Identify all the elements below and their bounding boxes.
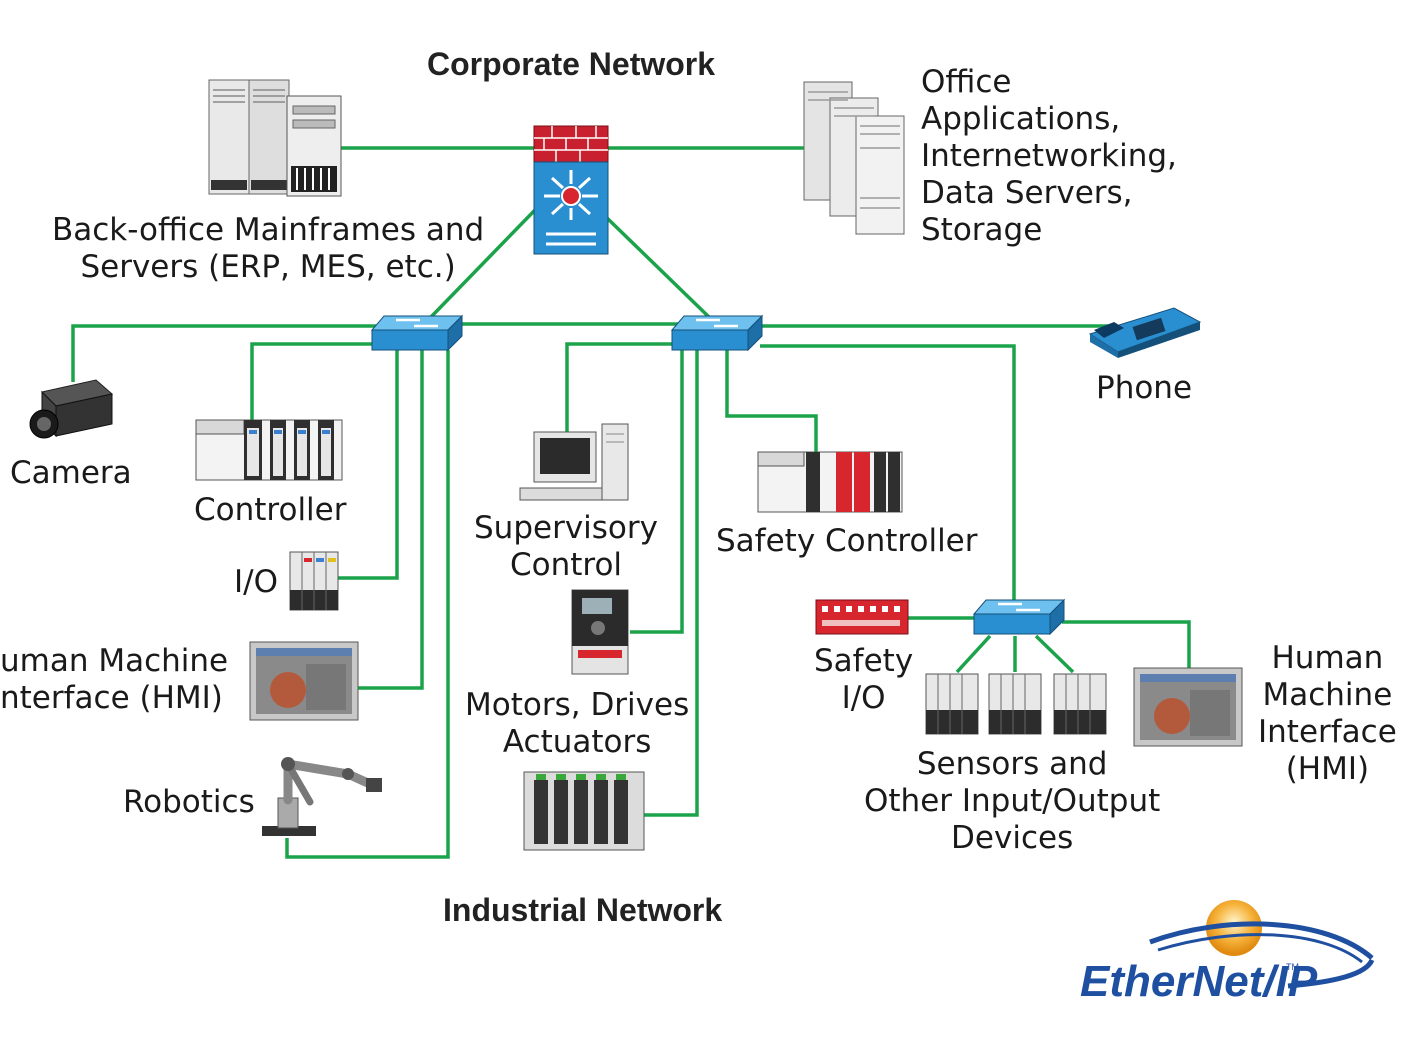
office-servers-icon <box>803 81 905 235</box>
ethernet-switch-left-icon <box>370 314 464 352</box>
link-robotics <box>285 350 450 859</box>
workstation-icon <box>519 423 629 501</box>
powerflex-drive-icon <box>571 589 629 675</box>
link-safety-controller <box>725 350 818 452</box>
safety-controller-icon <box>757 451 903 513</box>
link-drive <box>630 350 684 634</box>
hmi-panel-left-icon <box>249 641 359 721</box>
safety-io-module-icon <box>815 599 909 635</box>
firewall-router-icon <box>533 125 609 255</box>
sensor-io-block-2-icon <box>988 673 1042 735</box>
camera-icon <box>29 379 114 439</box>
ethernet-ip-logo: EtherNet/IP TM <box>1080 900 1375 1006</box>
mainframe-servers-icon <box>208 79 342 197</box>
link-sensor-1 <box>955 634 992 674</box>
phone-label: Phone <box>1096 370 1193 406</box>
io-module-icon <box>289 551 339 611</box>
link-hmi-right <box>1062 620 1191 668</box>
link-camera <box>71 324 380 382</box>
link-motors <box>644 350 699 817</box>
link-sensor-3 <box>1034 634 1075 674</box>
link-hmi-left <box>358 350 424 690</box>
logo-text: EtherNet/IP <box>1080 957 1318 1006</box>
ethernet-switch-right-icon <box>670 314 764 352</box>
ethernet-switch-field-icon <box>972 598 1066 636</box>
sensor-io-block-3-icon <box>1053 673 1107 735</box>
hmi-panel-right-icon <box>1133 667 1243 747</box>
robot-arm-icon <box>262 757 382 836</box>
link-firewall-switch-right <box>605 216 712 320</box>
corporate-network-title: Corporate Network <box>427 46 716 82</box>
link-field-switch <box>760 344 1016 600</box>
industrial-network-title: Industrial Network <box>443 892 723 928</box>
link-io <box>338 350 399 580</box>
controller-label: Controller <box>194 492 347 528</box>
controller-icon <box>195 419 343 481</box>
link-controller <box>250 342 380 420</box>
link-firewall-switch-left <box>428 208 537 320</box>
safety-controller-label: Safety Controller <box>716 523 978 559</box>
camera-label: Camera <box>10 455 132 491</box>
logo-trademark: TM <box>1286 962 1299 972</box>
motor-drive-rack-icon <box>523 771 645 851</box>
robotics-label: Robotics <box>123 784 255 820</box>
link-supervisory <box>565 342 680 436</box>
sensor-io-block-1-icon <box>925 673 979 735</box>
ip-phone-icon <box>1088 307 1202 358</box>
io-label: I/O <box>234 564 278 600</box>
